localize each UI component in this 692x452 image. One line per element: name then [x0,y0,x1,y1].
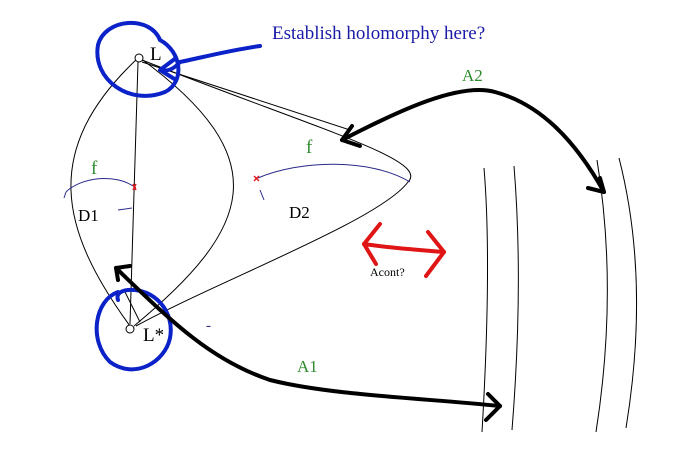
point-Lstar-marker [125,324,135,334]
arrow-A1-head-right [484,392,502,422]
label-Lstar: L* [143,325,164,346]
blue-pointer-top [158,44,262,82]
arrow-acont-shaft [362,242,446,254]
blue-circle-bottom [94,287,173,372]
arrow-acont [362,222,446,278]
red-tick-1 [132,183,137,191]
f-arc-2-tip-left [259,189,265,201]
top-chord [141,61,351,131]
label-A2: A2 [462,66,483,85]
right-curve-4 [618,157,638,429]
f-arc-1 [65,177,137,193]
right-curve-3 [595,159,608,433]
arrow-A2-head-left [340,124,362,148]
label-D2: D2 [289,203,310,222]
f-arc-1-tip-left [63,191,67,199]
arrow-acont-head-right [424,230,446,278]
f-arcs [63,163,411,211]
arrow-A1-head-left [114,264,132,282]
arrow-A2 [340,87,606,194]
arrow-A2-shaft [340,87,606,194]
label-acont: Acont? [370,265,405,279]
right-curve-lines [481,157,638,433]
label-dash: - [206,318,211,334]
blue-highlights [94,21,262,372]
right-curve-2 [511,165,519,431]
arrow-A1 [114,264,502,422]
f-arc-2 [257,163,411,183]
label-f-D1: f [91,158,98,179]
label-question: Establish holomorphy here? [272,23,485,44]
middle-arc [133,57,234,327]
arrow-acont-head-left [362,222,382,266]
f-arc-1-tip-right [117,207,133,211]
lens-figure [70,57,412,327]
red-tick-2 [253,175,260,182]
bottom-ray [123,289,141,323]
arrow-A1-shaft [114,266,502,408]
point-L-marker [134,53,144,63]
right-curve-1 [481,167,489,433]
outer-left-arc [70,57,139,327]
blue-circle-top [95,21,181,98]
label-f-D2: f [306,137,313,158]
red-ticks [132,175,260,191]
label-D1: D1 [78,206,99,225]
arrow-A2-head-right [586,176,606,194]
outer-right-arc [135,59,412,327]
label-A1: A1 [297,357,318,376]
label-L: L [150,44,162,65]
